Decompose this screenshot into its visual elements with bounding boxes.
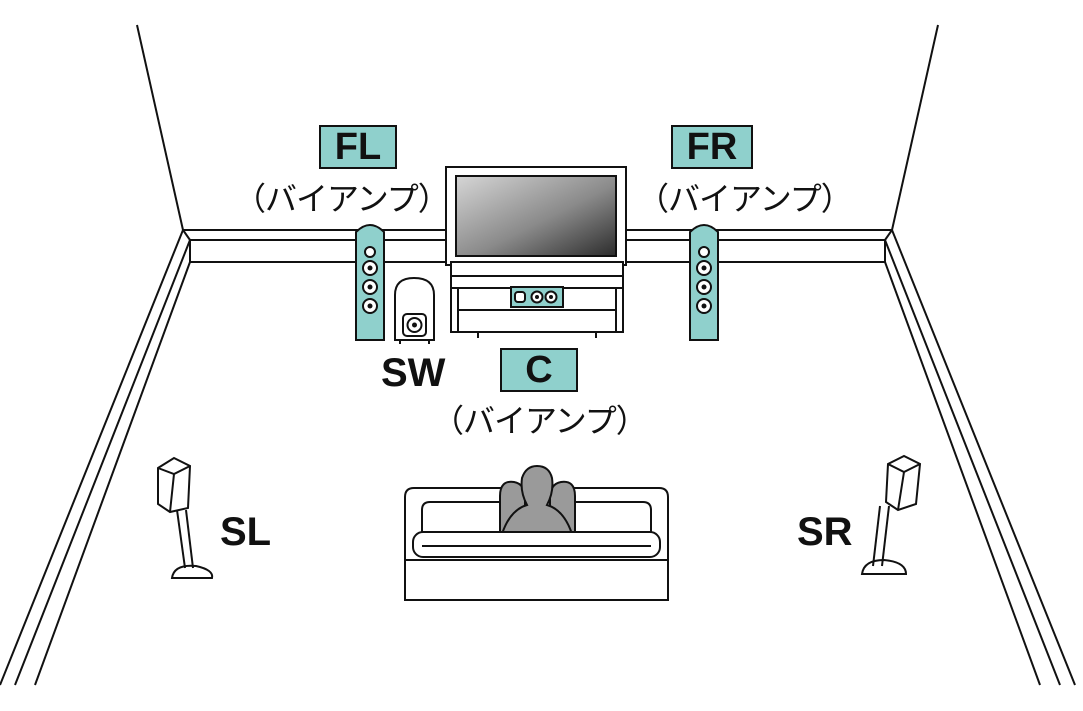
- fr-biamp-note: （バイアンプ）: [637, 180, 853, 218]
- subwoofer: [394, 276, 435, 344]
- c-label: C: [500, 348, 578, 392]
- surround-right-speaker: [860, 454, 922, 575]
- front-left-speaker: [355, 224, 385, 341]
- c-biamp-note: （バイアンプ）: [432, 402, 648, 440]
- center-speaker: [510, 286, 564, 308]
- front-right-speaker: [689, 224, 719, 341]
- tv-and-stand: [445, 166, 627, 338]
- fl-biamp-note: （バイアンプ）: [234, 180, 450, 218]
- sofa-with-listener: [404, 464, 669, 601]
- sw-label: SW: [381, 351, 446, 395]
- sl-label: SL: [220, 510, 272, 554]
- fl-label: FL: [319, 125, 397, 169]
- fr-label: FR: [671, 125, 753, 169]
- surround-left-speaker: [157, 456, 214, 579]
- sr-label: SR: [797, 510, 853, 554]
